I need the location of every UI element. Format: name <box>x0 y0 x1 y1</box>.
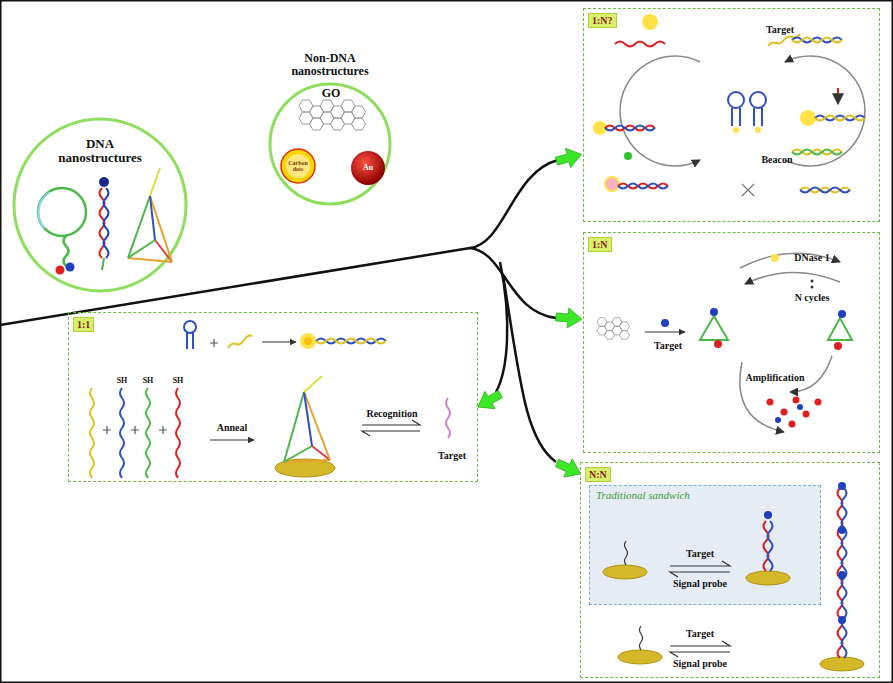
scheme-panel: 1:N? <box>583 8 880 222</box>
beacon-hybridization <box>184 321 386 349</box>
text-label: N cycles <box>795 293 830 304</box>
text-label: SH <box>173 377 184 385</box>
scheme-panel: 1:1 <box>68 312 478 482</box>
text-label: Beacon <box>761 155 792 166</box>
nanoparticle <box>281 149 385 185</box>
green-arrow <box>473 145 585 483</box>
go-amplification <box>597 253 852 432</box>
molecular-beacon <box>728 34 800 196</box>
double-helix <box>99 177 109 270</box>
box-heading: Traditional sandwich <box>596 489 690 501</box>
panel-heading: 1:N? <box>588 13 617 28</box>
duplex <box>593 14 865 193</box>
circle-title: Non-DNA nanostructures <box>262 52 398 78</box>
text-label: Carbon dots <box>286 160 310 173</box>
tetrahedron <box>128 168 172 262</box>
text-label: SH <box>143 377 154 385</box>
circle-title: DNA nanostructures <box>12 137 188 166</box>
text-label: Recognition <box>366 409 417 420</box>
ssdna-strand <box>90 388 254 478</box>
nanostructure-circle: DNA nanostructures <box>12 117 188 293</box>
text-label: Au <box>363 164 373 172</box>
text-label: DNase 1 <box>794 253 829 264</box>
panel-heading: N:N <box>585 467 611 482</box>
text-label: Signal probe <box>673 579 727 590</box>
text-label: SH <box>117 377 128 385</box>
text-label: Target <box>686 629 714 640</box>
text-label: Signal probe <box>673 659 727 670</box>
tetrahedron-electrode <box>275 376 450 477</box>
sandwich-assay <box>603 482 864 671</box>
hairpin-loop <box>38 188 86 275</box>
panel-heading: 1:1 <box>73 317 94 332</box>
text-label: Anneal <box>217 423 248 434</box>
nanostructure-circle: Non-DNA nanostructures <box>262 52 398 212</box>
cycle-arc <box>620 56 865 166</box>
scheme-panel: N:N Traditional sandwich <box>580 462 880 678</box>
graphene-oxide <box>299 100 366 130</box>
text-label: GO <box>322 87 341 100</box>
text-label: Target <box>766 25 794 36</box>
text-label: Target <box>438 451 466 462</box>
scheme-panel: 1:N <box>583 232 880 453</box>
panel-heading: 1:N <box>588 237 612 252</box>
text-label: Target <box>686 549 714 560</box>
text-label: Target <box>654 341 682 352</box>
circle-outline <box>270 84 390 204</box>
text-label: Amplification <box>746 373 805 384</box>
